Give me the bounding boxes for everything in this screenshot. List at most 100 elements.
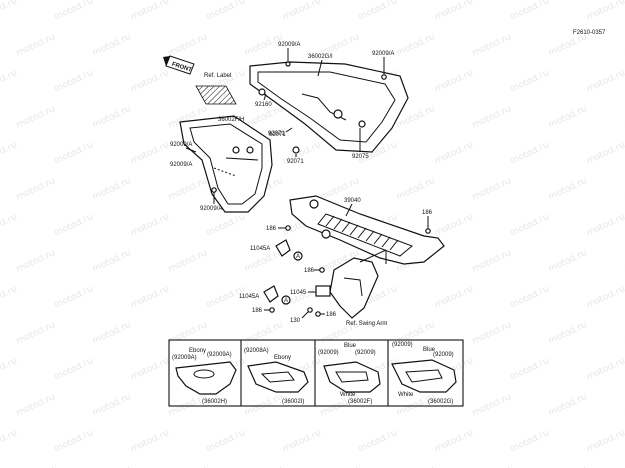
watermark-text: motod.ru: [91, 320, 133, 347]
variant-3-color-bottom: White: [340, 392, 356, 398]
variant-36002g: (92009) Blue (92009) White (36002G): [391, 342, 457, 405]
mark-a-1: A: [296, 254, 300, 260]
watermark-text: motod.ru: [585, 0, 625, 23]
watermark-text: motod.ru: [129, 284, 171, 311]
watermark-text: motod.ru: [509, 356, 551, 383]
part-92075: 92075: [352, 154, 369, 160]
variant-1-top-left: (92009A): [172, 355, 197, 361]
watermark-text: motod.ru: [547, 32, 589, 59]
watermark-text: motod.ru: [319, 464, 361, 468]
watermark-text: motod.ru: [509, 212, 551, 239]
watermark-text: motod.ru: [129, 212, 171, 239]
watermark-text: motod.ru: [395, 32, 437, 59]
watermark-text: motod.ru: [167, 248, 209, 275]
part-186-3: 186: [304, 268, 315, 274]
variant-panel: [168, 339, 464, 407]
watermark-text: motod.ru: [433, 428, 475, 455]
watermark-text: motod.ru: [0, 284, 19, 311]
watermark-text: motod.ru: [53, 356, 95, 383]
watermark-text: motod.ru: [205, 0, 247, 23]
watermark-text: motod.ru: [129, 428, 171, 455]
watermark-text: motod.ru: [53, 68, 95, 95]
variant-2-top-left: (92008A): [244, 348, 269, 354]
watermark-text: motod.ru: [0, 356, 19, 383]
variant-1-color-top: Ebony: [189, 348, 206, 354]
watermark-text: motod.ru: [433, 284, 475, 311]
watermark-text: motod.ru: [509, 428, 551, 455]
watermark-text: motod.ru: [471, 32, 513, 59]
right-side-cover: [249, 61, 409, 153]
watermark-text: motod.ru: [0, 428, 19, 455]
variant-3-color-top: Blue: [344, 343, 357, 349]
left-side-cover: [179, 115, 273, 213]
variant-3-top-right: (92009): [355, 350, 376, 356]
watermark-text: motod.ru: [15, 464, 57, 468]
mounting-bracket: [315, 249, 387, 319]
part-11045: 11045: [290, 290, 307, 296]
part-92009a-1: 92009/A: [278, 42, 300, 48]
watermark-text: motod.ru: [0, 212, 19, 239]
watermark-text: motod.ru: [471, 104, 513, 131]
part-11045a-1: 11045A: [250, 246, 270, 252]
watermark-text: motod.ru: [547, 320, 589, 347]
watermark-text: motod.ru: [167, 464, 209, 468]
part-186-4: 186: [252, 308, 263, 314]
watermark-text: motod.ru: [471, 176, 513, 203]
watermark-text: motod.ru: [281, 428, 323, 455]
part-92071-1: 92071: [268, 131, 285, 137]
watermark-text: motod.ru: [509, 0, 551, 23]
watermark-text: motod.ru: [433, 68, 475, 95]
watermark-text: motod.ru: [0, 68, 19, 95]
watermark-text: motod.ru: [471, 320, 513, 347]
part-130: 130: [290, 318, 301, 324]
part-39040: 39040: [344, 198, 361, 204]
watermark-text: motod.ru: [243, 248, 285, 275]
watermark-text: motod.ru: [471, 464, 513, 468]
watermark-text: motod.ru: [471, 248, 513, 275]
part-92009a-3: 92009/A: [170, 142, 192, 148]
watermark-text: motod.ru: [129, 68, 171, 95]
watermark-text: motod.ru: [15, 392, 57, 419]
watermark-text: motod.ru: [0, 0, 19, 23]
watermark-text: motod.ru: [395, 176, 437, 203]
watermark-text: motod.ru: [547, 176, 589, 203]
watermark-text: motod.ru: [91, 176, 133, 203]
variant-36002i: (92008A) Ebony (36002I): [244, 348, 309, 405]
variant-1-top-right: (92009A): [207, 352, 232, 358]
watermark-text: motod.ru: [433, 140, 475, 167]
watermark-text: motod.ru: [53, 140, 95, 167]
watermark-text: motod.ru: [585, 212, 625, 239]
part-92009a-4: 92009/A: [170, 162, 192, 168]
watermark-text: motod.ru: [91, 32, 133, 59]
variant-4-code: (36002G): [428, 399, 453, 405]
watermark-text: motod.ru: [53, 212, 95, 239]
watermark-text: motod.ru: [547, 248, 589, 275]
mark-a-2: A: [284, 298, 288, 304]
watermark-text: motod.ru: [585, 356, 625, 383]
watermark-text: motod.ru: [243, 464, 285, 468]
watermark-text: motod.ru: [547, 464, 589, 468]
variant-4-color-bottom: White: [398, 392, 414, 398]
watermark-text: motod.ru: [433, 212, 475, 239]
variant-3-top-left: (92009): [318, 350, 339, 356]
watermark-text: motod.ru: [15, 32, 57, 59]
part-186-2: 186: [266, 226, 277, 232]
watermark-text: motod.ru: [585, 140, 625, 167]
variant-2-code: (36002I): [282, 399, 304, 405]
watermark-text: motod.ru: [129, 356, 171, 383]
watermark-text: motod.ru: [0, 140, 19, 167]
watermark-text: motod.ru: [167, 32, 209, 59]
watermark-text: motod.ru: [15, 320, 57, 347]
watermark-text: motod.ru: [281, 0, 323, 23]
watermark-text: motod.ru: [585, 428, 625, 455]
watermark-text: motod.ru: [53, 284, 95, 311]
watermark-text: motod.ru: [471, 392, 513, 419]
watermark-text: motod.ru: [53, 0, 95, 23]
diagram-code: F2610-0357: [573, 30, 606, 36]
watermark-text: motod.ru: [129, 140, 171, 167]
watermark-text: motod.ru: [205, 212, 247, 239]
watermark-text: motod.ru: [433, 0, 475, 23]
variant-4-top-left: (92009): [392, 342, 413, 348]
ref-swing-arm: Ref. Swing Arm: [346, 321, 387, 327]
